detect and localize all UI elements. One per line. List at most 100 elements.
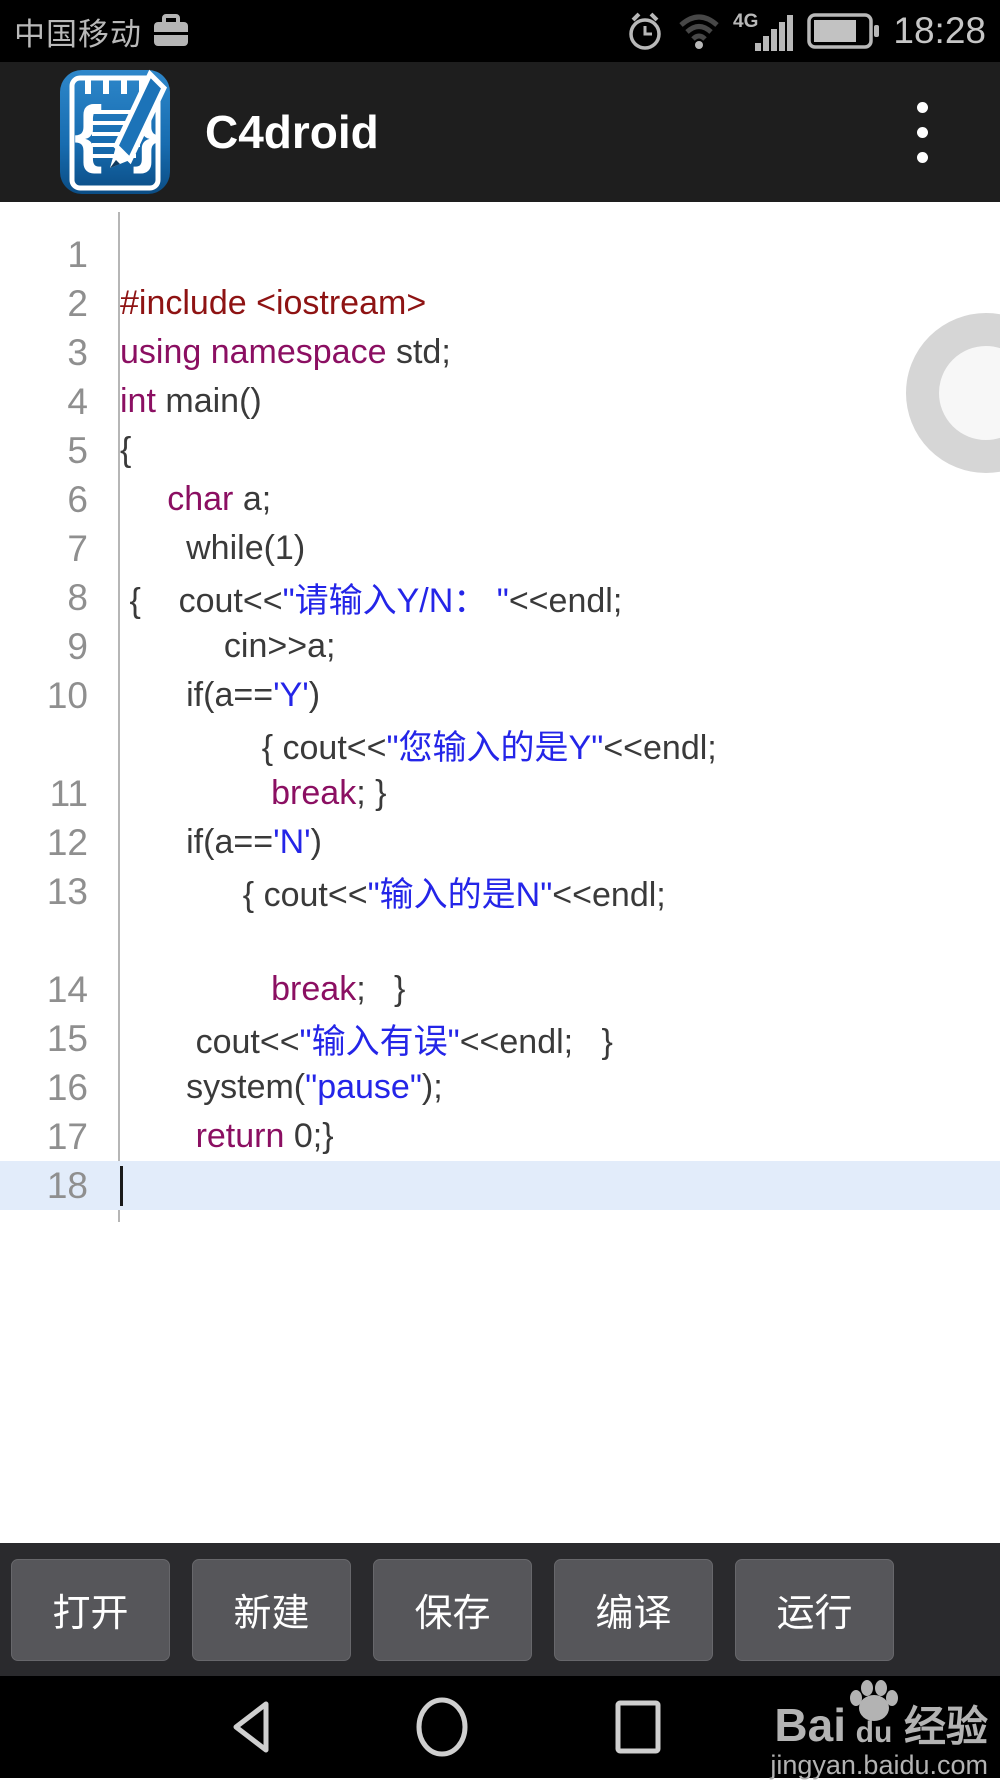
line-number: 5 [67,429,88,471]
watermark-bai-text: Bai [774,1699,846,1751]
app-title: C4droid [205,106,379,158]
baidu-jingyan-watermark: Bai du 经验 jingyan.baidu.com [770,1680,988,1781]
line-number: 12 [46,821,88,863]
code-text: int main() [104,382,262,421]
recents-button[interactable] [608,1676,668,1778]
code-token: { cout<< [120,876,368,914]
code-text: cin>>a; [104,627,336,666]
code-line[interactable]: 7 while(1) [0,524,1000,573]
code-line[interactable]: 15 cout<<"输入有误"<<endl; } [0,1014,1000,1063]
android-nav-bar: Bai du 经验 jingyan.baidu.com [0,1676,1000,1781]
code-token: std; [386,333,451,371]
code-token [120,970,271,1008]
code-line[interactable]: { cout<<"您输入的是Y"<<endl; [0,720,1000,769]
string-token: "请输入Y/N： " [282,582,509,620]
svg-text:{: { [74,91,103,174]
network-type-label: 4G [733,11,758,32]
code-line[interactable]: 1 [0,230,1000,279]
overflow-dot [916,101,928,113]
c4droid-app-icon: { } [60,69,170,194]
home-button[interactable] [412,1676,472,1778]
clock-label: 18:28 [893,10,986,51]
code-token: ; } [356,774,387,812]
code-token: cin>>a; [120,627,336,665]
code-text: if(a=='Y') [104,676,320,715]
code-token: cout<< [120,1023,300,1061]
wifi-icon [679,14,720,49]
code-line[interactable]: 6 char a; [0,475,1000,524]
code-line[interactable]: 18 [0,1161,1000,1210]
code-token: if(a== [120,676,274,714]
battery-icon [807,13,880,49]
code-line[interactable]: 12 if(a=='N') [0,818,1000,867]
code-line[interactable]: 14 break; } [0,965,1000,1014]
back-icon [233,1701,269,1753]
string-token: 'N' [273,823,311,861]
line-number: 18 [46,1164,88,1206]
code-line[interactable]: 13 { cout<<"输入的是N"<<endl; [0,867,1000,916]
overflow-menu-button[interactable] [902,62,942,202]
code-token: ) [310,823,322,861]
app-bar: { } C4droid [0,62,1000,202]
code-text: using namespace std; [104,333,451,372]
code-token: <<endl; [552,876,666,914]
keyword-token: int [120,382,156,420]
signal-4g-icon: 4G [733,11,794,51]
code-line[interactable]: 16 system("pause"); [0,1063,1000,1112]
watermark-du-text: du [855,1716,893,1749]
code-token: if(a== [120,823,274,861]
code-text: #include <iostream> [104,284,426,323]
line-number: 14 [46,968,88,1010]
code-token: 0;} [284,1117,334,1155]
code-line[interactable]: 17 return 0;} [0,1112,1000,1161]
string-token: "输入有误" [299,1023,460,1061]
line-number: 16 [46,1066,88,1108]
code-text: { [104,431,131,470]
line-number: 7 [67,527,88,569]
string-token: "pause" [305,1068,422,1106]
code-line[interactable]: 3 using namespace std; [0,328,1000,377]
toolbar-button-open[interactable]: 打开 [11,1558,170,1661]
code-text: { cout<<"请输入Y/N： "<<endl; [104,573,622,622]
code-text: cout<<"输入有误"<<endl; } [104,1014,613,1063]
watermark-url: jingyan.baidu.com [770,1750,988,1780]
code-line[interactable]: 9 cin>>a; [0,622,1000,671]
text-cursor [120,1166,123,1206]
code-line[interactable]: 11 break; } [0,769,1000,818]
back-button[interactable] [220,1676,280,1778]
code-token: { cout<< [120,729,387,767]
baidu-paw-icon [849,1680,898,1721]
code-line[interactable]: 5{ [0,426,1000,475]
line-number: 10 [46,674,88,716]
overflow-dot [916,151,928,163]
string-token: "输入的是N" [367,876,553,914]
code-line[interactable]: 10 if(a=='Y') [0,671,1000,720]
code-token: <<endl; [508,582,623,620]
code-token [120,480,167,518]
home-icon [416,1697,468,1757]
toolbar-button-save[interactable]: 保存 [373,1558,532,1661]
code-token: ); [421,1068,443,1106]
line-number: 8 [67,576,88,618]
code-line[interactable] [0,916,1000,965]
toolbar-button-compile[interactable]: 编译 [554,1558,713,1661]
watermark-jingyan-text: 经验 [903,1703,988,1750]
keyword-token: break [271,774,357,812]
toolbar-button-new[interactable]: 新建 [192,1558,351,1661]
code-text: { cout<<"您输入的是Y"<<endl; [104,720,717,769]
line-number: 13 [46,870,88,912]
code-text [104,1165,123,1206]
code-token: ) [308,676,321,714]
line-number: 3 [67,331,88,373]
code-line[interactable]: 8 { cout<<"请输入Y/N： "<<endl; [0,573,1000,622]
toolbar-button-run[interactable]: 运行 [735,1558,894,1661]
code-text: system("pause"); [104,1068,443,1107]
line-number: 4 [67,380,88,422]
line-number: 15 [46,1017,88,1059]
code-line[interactable]: 4 int main() [0,377,1000,426]
status-bar: 中国移动 4G [0,0,1000,62]
code-line[interactable]: 2#include <iostream> [0,279,1000,328]
